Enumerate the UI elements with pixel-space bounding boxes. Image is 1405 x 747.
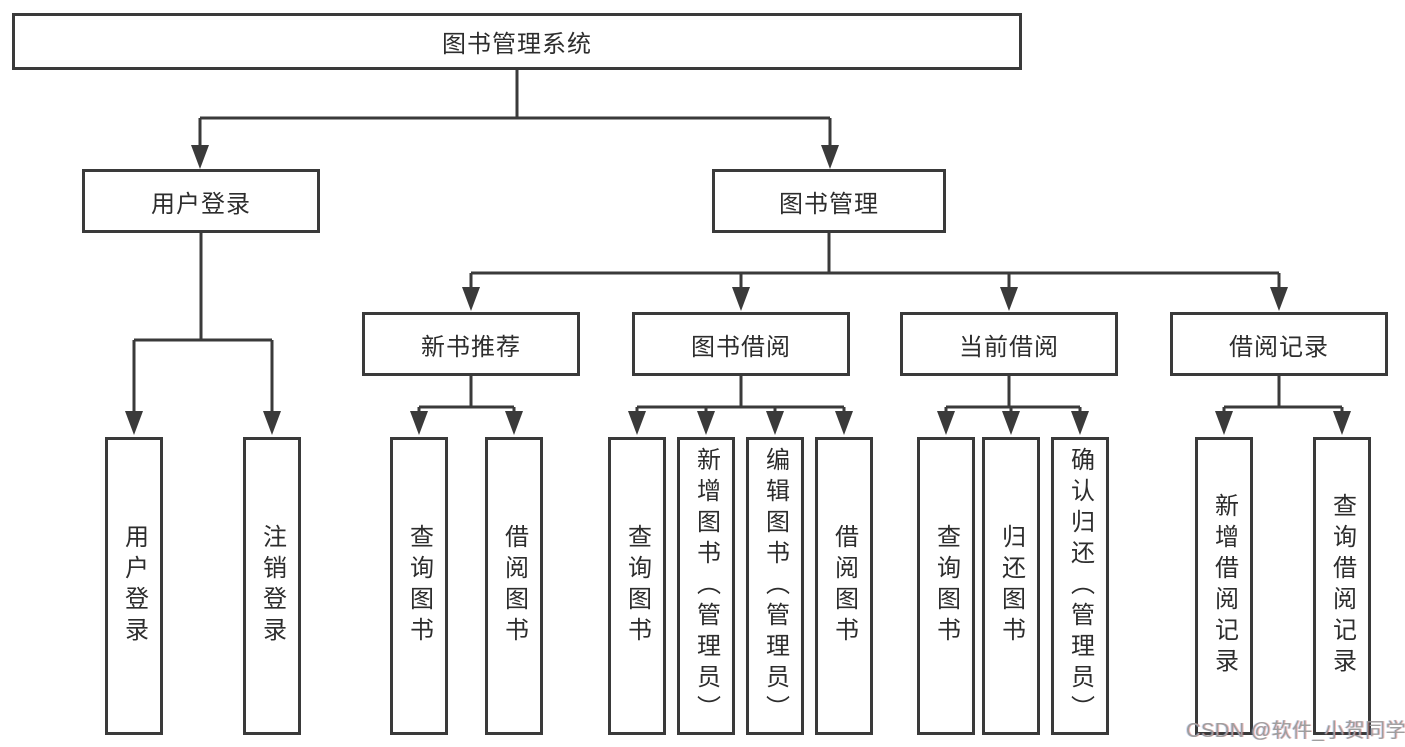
leaf-confirm-return-admin-label: 确认归还（管理员） — [1066, 446, 1094, 726]
node-borrowing-records: 借阅记录 — [1170, 312, 1388, 376]
leaf-borrow-books-recommend: 借阅图书 — [485, 437, 543, 735]
leaf-user-login: 用户登录 — [105, 437, 163, 735]
node-book-borrowing: 图书借阅 — [632, 312, 850, 376]
leaf-query-borrow-record-label: 查询借阅记录 — [1328, 493, 1356, 679]
leaf-query-books-recommend: 查询图书 — [390, 437, 448, 735]
leaf-confirm-return-admin: 确认归还（管理员） — [1051, 437, 1109, 735]
leaf-query-books-borrow: 查询图书 — [608, 437, 666, 735]
leaf-add-borrow-record: 新增借阅记录 — [1195, 437, 1253, 735]
leaf-logout-label: 注销登录 — [258, 524, 286, 648]
node-new-book-recommendation: 新书推荐 — [362, 312, 580, 376]
leaf-logout: 注销登录 — [243, 437, 301, 735]
node-current-borrowing: 当前借阅 — [900, 312, 1118, 376]
leaf-borrow-books-borrow-label: 借阅图书 — [830, 524, 858, 648]
leaf-add-book-admin: 新增图书（管理员） — [677, 437, 735, 735]
leaf-query-books-recommend-label: 查询图书 — [405, 524, 433, 648]
node-book-management: 图书管理 — [712, 169, 946, 233]
leaf-query-books-borrow-label: 查询图书 — [623, 524, 651, 648]
node-user-login: 用户登录 — [82, 169, 320, 233]
leaf-edit-book-admin: 编辑图书（管理员） — [746, 437, 804, 735]
leaf-borrow-books-recommend-label: 借阅图书 — [500, 524, 528, 648]
node-library-management-system: 图书管理系统 — [12, 13, 1022, 70]
leaf-borrow-books-borrow: 借阅图书 — [815, 437, 873, 735]
arrowheads — [125, 145, 1351, 435]
leaf-query-books-current: 查询图书 — [917, 437, 975, 735]
leaf-add-book-admin-label: 新增图书（管理员） — [692, 446, 720, 726]
leaf-return-books-label: 归还图书 — [997, 524, 1025, 648]
leaf-user-login-label: 用户登录 — [120, 524, 148, 648]
csdn-watermark: CSDN @软件_小贺同学 — [1186, 720, 1405, 742]
leaf-add-borrow-record-label: 新增借阅记录 — [1210, 493, 1238, 679]
leaf-edit-book-admin-label: 编辑图书（管理员） — [761, 446, 789, 726]
leaf-query-borrow-record: 查询借阅记录 — [1313, 437, 1371, 735]
leaf-return-books: 归还图书 — [982, 437, 1040, 735]
leaf-query-books-current-label: 查询图书 — [932, 524, 960, 648]
